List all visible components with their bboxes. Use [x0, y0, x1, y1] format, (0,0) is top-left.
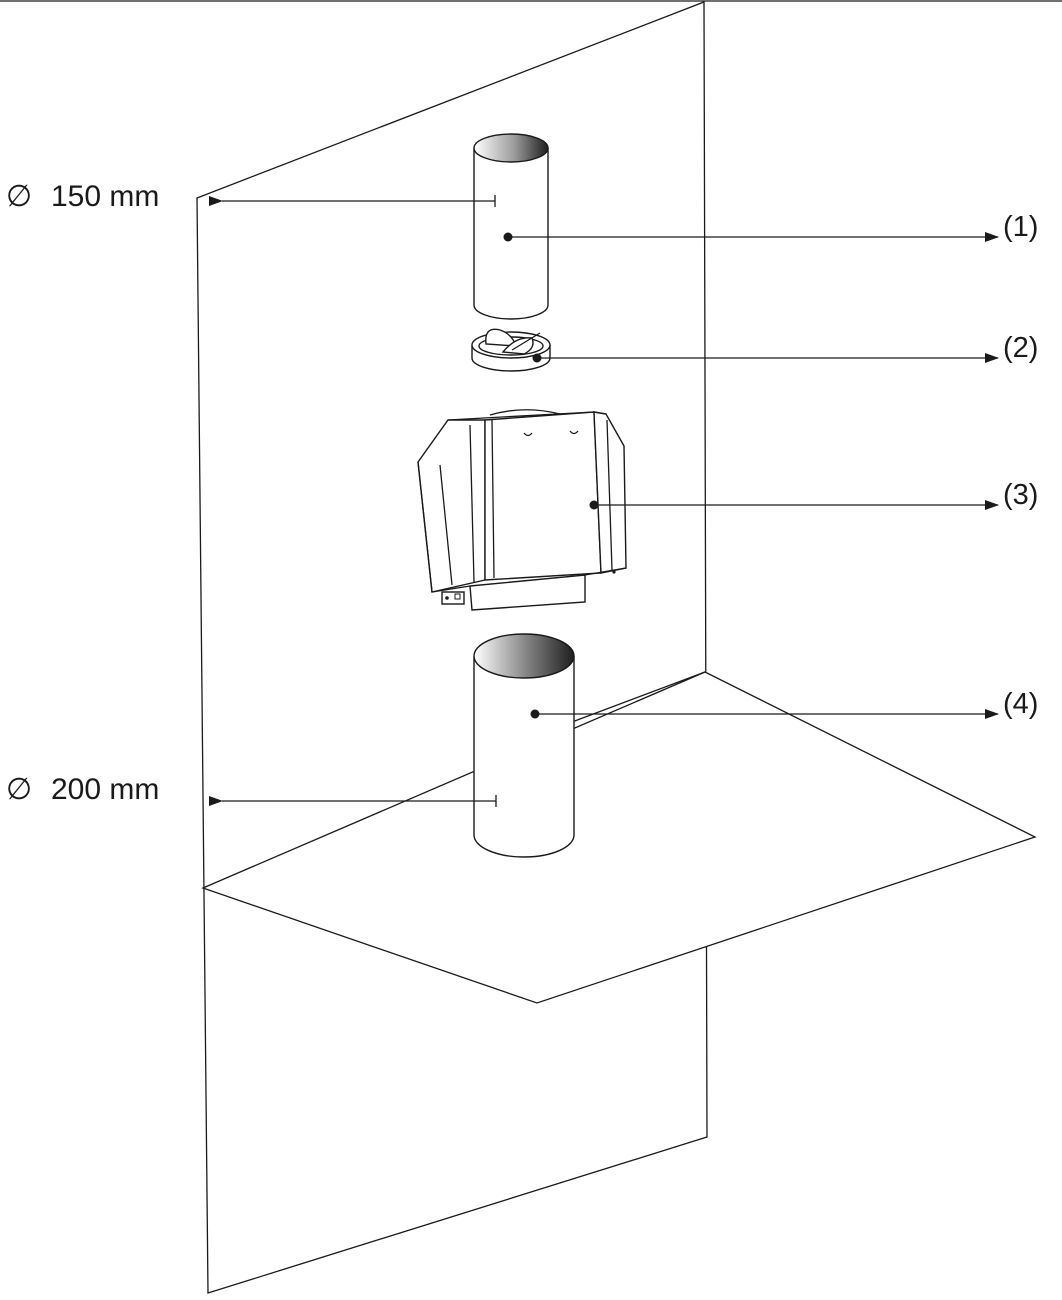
- diameter-symbol: ∅: [6, 773, 32, 806]
- dimension-leader-lower: [209, 795, 497, 807]
- callout-leader-4: [530, 709, 999, 719]
- callout-leader-3: [589, 500, 999, 510]
- callout-leader-2: [532, 353, 999, 363]
- upper-chimney-pipe: [473, 133, 549, 320]
- callout-label-3: (3): [1003, 479, 1038, 511]
- wall-panel: [196, 1, 708, 1294]
- lower-chimney-pipe: [473, 633, 575, 858]
- backflow-valve: [471, 328, 551, 372]
- dimension-label-lower: ∅ 200 mm: [6, 773, 159, 806]
- callout-leader-1: [503, 232, 999, 242]
- callout-label-4: (4): [1003, 688, 1038, 720]
- diameter-symbol: ∅: [6, 180, 32, 213]
- motor-housing: [417, 409, 627, 611]
- dimension-text-150: 150 mm: [51, 180, 159, 213]
- dimension-text-200: 200 mm: [51, 773, 159, 806]
- dimension-label-upper: ∅ 150 mm: [6, 180, 159, 213]
- dimension-leader-upper: [209, 195, 496, 207]
- callout-label-1: (1): [1003, 211, 1038, 243]
- callout-label-2: (2): [1003, 332, 1038, 364]
